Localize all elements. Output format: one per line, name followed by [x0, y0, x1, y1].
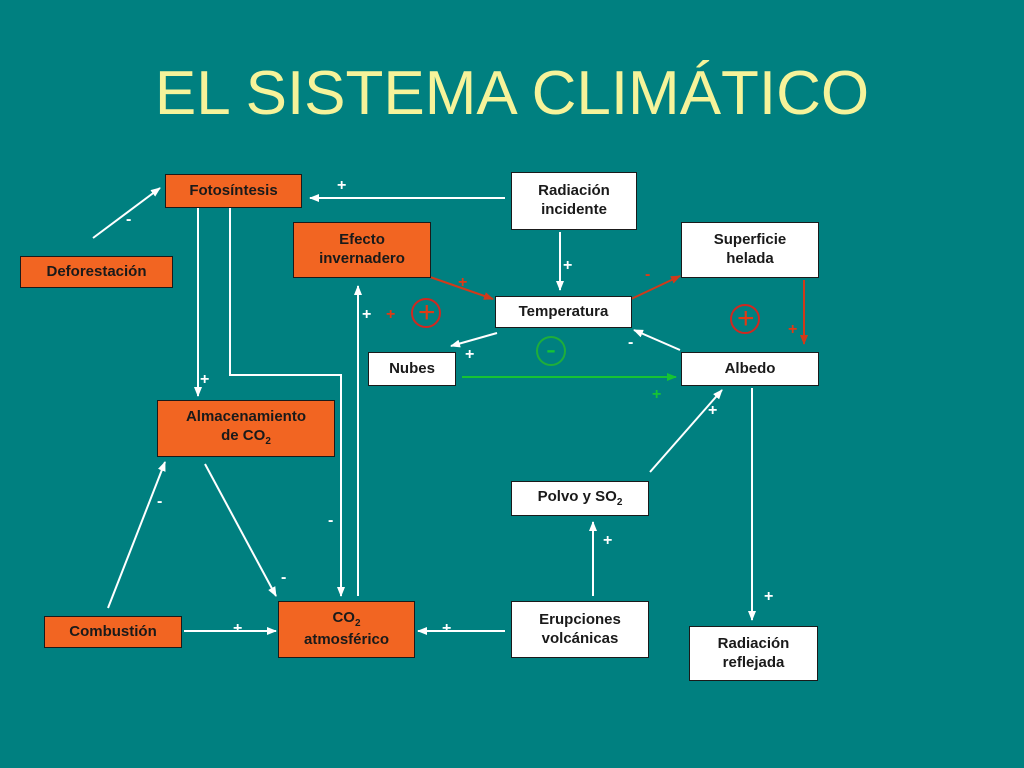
sign-efecto-temperatura: + [458, 274, 468, 291]
sign-erupciones-co2: + [442, 620, 452, 637]
box-co2-atmosferico: CO2 atmosférico [278, 601, 415, 658]
arrow-deforestacion-fotosintesis [92, 187, 161, 239]
sign-fotosintesis-almacenamiento: + [200, 371, 210, 388]
sign-combustion-almacenamiento: - [157, 493, 163, 510]
sign-erupciones-polvo: + [603, 532, 613, 549]
positive-loop-circle-right [730, 304, 760, 334]
box-superficie-helada: Superficie helada [681, 222, 819, 278]
positive-loop-sign-left: + [418, 296, 436, 329]
positive-loop-circle-left [411, 298, 441, 328]
arrow-albedo-temperatura [633, 329, 681, 351]
arrow-efecto-temperatura [429, 276, 494, 300]
box-combustion: Combustión [44, 616, 182, 648]
box-temperatura: Temperatura [495, 296, 632, 328]
box-efecto-invernadero: Efecto invernadero [293, 222, 431, 278]
box-radiacion-incidente: Radiación incidente [511, 172, 637, 230]
sign-polvo-albedo: + [708, 402, 718, 419]
sign-temperatura-superficie: - [645, 266, 651, 283]
sign-combustion-co2: + [233, 620, 243, 637]
sign-albedo-temperatura: - [628, 334, 634, 351]
sign-nubes-efecto: + [386, 306, 396, 323]
negative-loop-sign: - [546, 333, 556, 366]
positive-loop-sign-right: + [737, 302, 755, 335]
arrow-almacenamiento-co2 [204, 463, 277, 597]
sign-nubes-albedo: + [652, 386, 662, 403]
arrow-temperatura-superficie [628, 275, 681, 301]
sign-deforestacion: - [126, 211, 132, 228]
sign-radiacion-fotosintesis: + [337, 177, 347, 194]
arrow-polvo-albedo [649, 389, 723, 473]
box-nubes: Nubes [368, 352, 456, 386]
negative-loop-circle [536, 336, 566, 366]
box-deforestacion: Deforestación [20, 256, 173, 288]
arrow-fotosintesis-co2 [229, 208, 345, 597]
sign-temperatura-nubes: + [465, 346, 475, 363]
box-polvo-so2: Polvo y SO2 [511, 481, 649, 516]
sign-almacenamiento-co2: - [281, 569, 287, 586]
box-radiacion-reflejada: Radiación reflejada [689, 626, 818, 681]
sign-albedo-reflejada: + [764, 588, 774, 605]
arrow-combustion-almacenamiento [107, 461, 166, 609]
sign-superficie-albedo: + [788, 321, 798, 338]
box-almacenamiento-co2: Almacenamiento de CO2 [157, 400, 335, 457]
sign-fotosintesis-co2: - [328, 512, 334, 529]
box-fotosintesis: Fotosíntesis [165, 174, 302, 208]
arrow-temperatura-nubes [450, 332, 498, 348]
box-erupciones-volcanicas: Erupciones volcánicas [511, 601, 649, 658]
page-title: EL SISTEMA CLIMÁTICO [154, 59, 870, 128]
box-albedo: Albedo [681, 352, 819, 386]
sign-co2-efecto: + [362, 306, 372, 323]
sign-radiacion-temperatura: + [563, 257, 573, 274]
